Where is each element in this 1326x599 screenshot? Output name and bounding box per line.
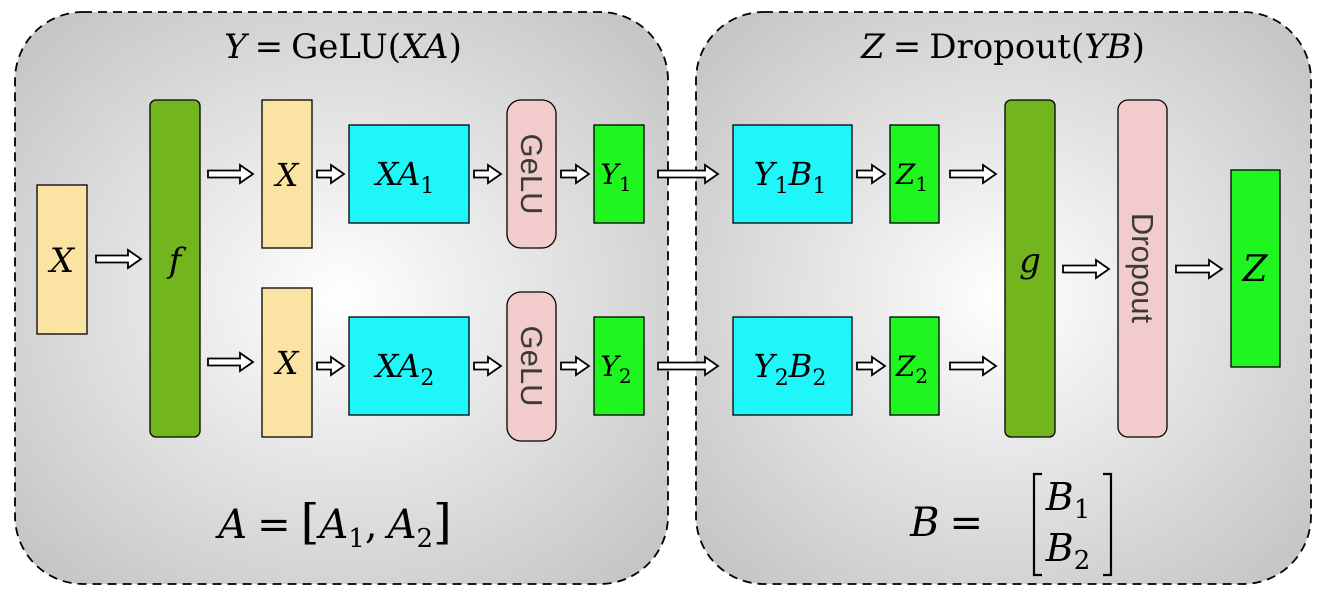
xa2-label: XA2 bbox=[373, 347, 435, 391]
g-box bbox=[1004, 99, 1056, 438]
arrow-f-to-x-top bbox=[207, 163, 255, 185]
arrow-xa2-to-gelu-bottom bbox=[473, 355, 503, 377]
xa1-box bbox=[348, 124, 470, 224]
arrow-x-to-xa2-bottom bbox=[316, 355, 346, 377]
z1-box bbox=[889, 124, 940, 224]
arrow-x-to-xa1-top bbox=[316, 163, 346, 185]
xa2-box bbox=[348, 316, 470, 416]
arrow-gelu-to-y2 bbox=[560, 355, 591, 377]
arrow-z2-to-g bbox=[949, 355, 998, 377]
x-bottom-box bbox=[261, 287, 313, 438]
left-panel-footer: A=[A1,A2] bbox=[214, 494, 451, 554]
gelu-top-label: GeLU bbox=[514, 134, 549, 215]
y1-box bbox=[593, 124, 645, 224]
matrix-b2: B2 bbox=[1045, 526, 1090, 576]
gelu-bottom-box bbox=[506, 291, 557, 442]
f-box bbox=[149, 99, 201, 438]
arrow-x-to-f bbox=[95, 248, 143, 270]
y1b1-label: Y1B1 bbox=[754, 155, 827, 199]
output-z-label: Z bbox=[1241, 249, 1268, 290]
dropout-box bbox=[1117, 99, 1168, 438]
g-label: g bbox=[1019, 241, 1041, 281]
arrow-g-to-dropout bbox=[1062, 258, 1111, 280]
y2-label: Y2 bbox=[600, 350, 631, 388]
left-panel-background bbox=[14, 11, 669, 585]
right-panel-footer: B= B1 B2 bbox=[909, 472, 1113, 577]
arrow-xa1-to-gelu-top bbox=[473, 163, 503, 185]
left-panel-title: Y=GeLU(XA) bbox=[224, 27, 462, 67]
z1-label: Z1 bbox=[895, 158, 928, 196]
arrow-gelu-to-y1 bbox=[560, 163, 591, 185]
xa1-label: XA1 bbox=[373, 155, 435, 199]
flow-arrows bbox=[95, 163, 1224, 377]
y2-box bbox=[593, 316, 645, 416]
z2-label: Z2 bbox=[895, 350, 928, 388]
right-panel-title: Z=Dropout(YB) bbox=[860, 27, 1145, 67]
y2b2-box bbox=[732, 316, 853, 416]
arrow-y2-to-y2b2 bbox=[657, 355, 720, 377]
arrow-y2b2-to-z2 bbox=[856, 355, 887, 377]
x-bottom-label: X bbox=[273, 344, 300, 382]
left-panel: Y=GeLU(XA) X f X XA1 GeLU Y1 X XA2 GeLU bbox=[14, 11, 669, 585]
input-x-label: X bbox=[47, 241, 76, 281]
right-panel-footer-lhs: B= bbox=[909, 500, 983, 546]
input-x-box bbox=[36, 184, 88, 335]
matrix-b1: B1 bbox=[1045, 475, 1090, 525]
y1b1-box bbox=[732, 124, 853, 224]
right-panel: Z=Dropout(YB) Y1B1 Z1 Y2B2 Z2 g Dropout … bbox=[695, 11, 1312, 585]
dropout-label: Dropout bbox=[1125, 213, 1160, 324]
arrow-y1-to-y1b1 bbox=[657, 163, 720, 185]
z2-box bbox=[889, 316, 940, 416]
gelu-bottom-label: GeLU bbox=[514, 326, 549, 407]
y1-label: Y1 bbox=[600, 158, 631, 196]
x-top-label: X bbox=[273, 156, 300, 194]
y2b2-label: Y2B2 bbox=[754, 347, 827, 391]
arrow-z1-to-g bbox=[949, 163, 998, 185]
arrow-dropout-to-z bbox=[1175, 258, 1224, 280]
arrow-y1b1-to-z1 bbox=[856, 163, 887, 185]
arrow-f-to-x-bottom bbox=[207, 351, 255, 373]
matrix-right-bracket bbox=[1103, 472, 1113, 577]
gelu-top-box bbox=[506, 99, 557, 249]
output-z-box bbox=[1230, 169, 1281, 368]
x-top-box bbox=[261, 99, 313, 249]
right-panel-background bbox=[695, 11, 1312, 585]
matrix-left-bracket bbox=[1032, 472, 1042, 577]
